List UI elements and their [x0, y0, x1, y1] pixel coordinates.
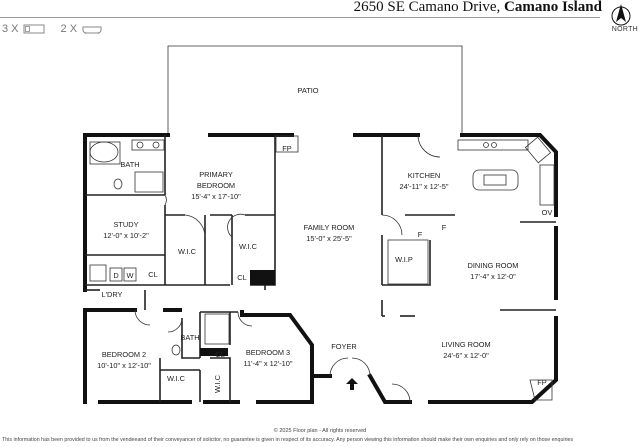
room-counts: 3 X 2 X — [2, 23, 103, 35]
bath-hall-label: BATH — [180, 333, 199, 342]
header-rule — [0, 17, 600, 18]
bedroom2-dimensions: 10'-10" x 12'-10" — [97, 361, 151, 370]
bedroom3-label: BEDROOM 3 — [246, 348, 290, 357]
bed-icon — [23, 24, 45, 34]
patio-label: PATIO — [297, 86, 318, 95]
closet-primary-label: CL — [237, 273, 246, 282]
dryer-label: D — [113, 271, 118, 280]
primary-bedroom-label: PRIMARY — [199, 170, 233, 179]
wic-primary-right-label: W.I.C — [239, 242, 258, 251]
foyer-label: FOYER — [331, 342, 356, 351]
address-street: 2650 SE Camano Drive, — [353, 0, 501, 15]
doors — [134, 134, 441, 403]
dining-room-label: DINING ROOM — [468, 261, 519, 270]
washer-label: W — [127, 271, 134, 280]
closet-hall-label: CL — [215, 350, 224, 359]
primary-bedroom-dimensions: 15'-4" x 17'-10" — [191, 192, 241, 201]
compass-label: NORTH — [611, 26, 638, 33]
fixtures — [89, 135, 555, 401]
bedroom3-dimensions: 11'-4" x 12'-10" — [243, 359, 292, 368]
study-label: STUDY — [113, 220, 138, 229]
patio — [167, 45, 463, 133]
wic-bedroom3-label: W.I.C — [213, 374, 222, 393]
property-address: 2650 SE Camano Drive, Camano Island — [354, 0, 602, 16]
kitchen-dimensions: 24'-11" x 12'-5" — [399, 182, 448, 191]
living-room-label: LIVING ROOM — [441, 340, 490, 349]
family-room-dimensions: 15'-0" x 25'-5" — [306, 234, 352, 243]
bath-primary-label: BATH — [120, 160, 139, 169]
disclaimer-note: This information has been provided to us… — [2, 437, 574, 443]
bedroom2-label: BEDROOM 2 — [102, 350, 146, 359]
bedroom-count: 3 X — [2, 23, 19, 35]
living-room-dimensions: 24'-6" x 12'-0" — [443, 351, 489, 360]
bath-count: 2 X — [60, 23, 78, 35]
compass-icon — [611, 4, 631, 26]
pantry-f2-label: F — [442, 223, 447, 232]
address-city: Camano Island — [504, 0, 602, 15]
study-dimensions: 12'-0" x 10'-2" — [103, 231, 149, 240]
wic-bedroom2-label: W.I.C — [167, 374, 186, 383]
wip-label: W.I.P — [395, 255, 413, 264]
primary-bedroom-label-2: BEDROOM — [197, 181, 235, 190]
pantry-f1-label: F — [418, 230, 423, 239]
fireplace-living-label: FP — [537, 378, 547, 387]
fireplace-top-label: FP — [282, 144, 292, 153]
closet-laundry-label: CL — [148, 270, 157, 279]
copyright-note: © 2025 Floor plan - All rights reserved — [273, 428, 367, 434]
laundry-label: L'DRY — [102, 290, 123, 299]
listing-header: 2650 SE Camano Drive, Camano Island 3 X … — [0, 0, 640, 40]
oven-label: OV — [542, 208, 553, 217]
bathtub-icon — [82, 26, 102, 34]
dining-room-dimensions: 17'-4" x 12'-0" — [470, 272, 516, 281]
kitchen-label: KITCHEN — [408, 171, 440, 180]
family-room-label: FAMILY ROOM — [304, 223, 355, 232]
entry-arrow-icon — [346, 378, 358, 390]
wic-primary-left-label: W.I.C — [178, 247, 197, 256]
exterior-walls — [83, 133, 558, 404]
